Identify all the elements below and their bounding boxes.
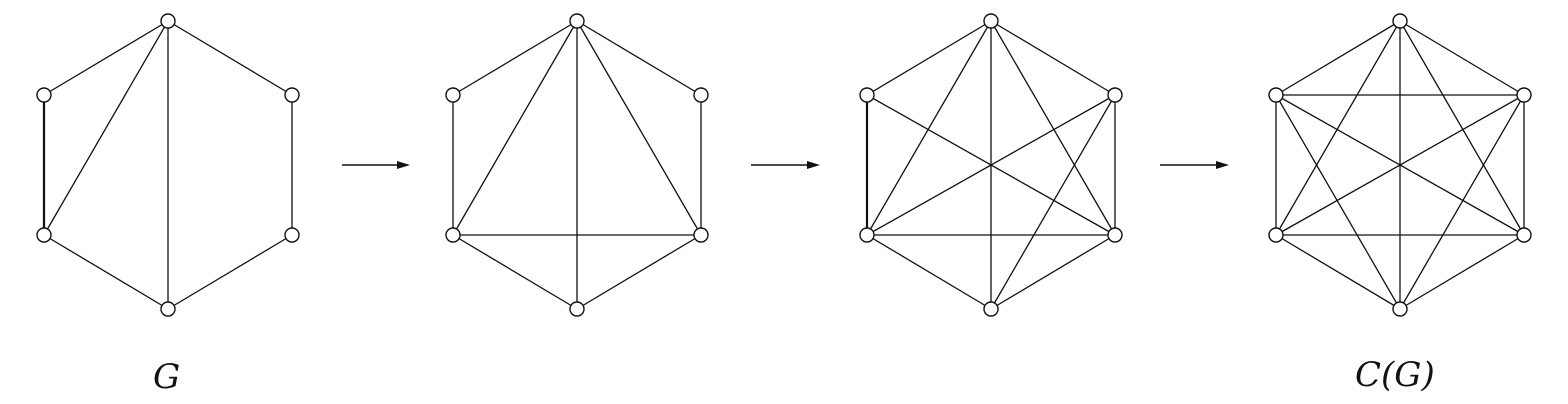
- graph-3-vertex-0: [983, 13, 999, 29]
- arrow-2-icon: [751, 161, 820, 169]
- graph-1-vertex-2: [284, 227, 300, 243]
- graph-4-vertex-4: [1268, 227, 1284, 243]
- arrow-3-head: [1216, 161, 1229, 169]
- arrow-1-head: [397, 161, 410, 169]
- graph-2-vertex-2: [693, 227, 709, 243]
- graph-4-edge-0-4: [1275, 20, 1401, 236]
- graph-3-edge-0-1: [990, 20, 1116, 96]
- graph-2-edge-5-0: [452, 20, 578, 96]
- graph-2: [445, 13, 709, 317]
- graph-1-vertex-5: [36, 87, 52, 103]
- graph-4-edge-0-1: [1399, 20, 1525, 96]
- graph-4: [1268, 13, 1532, 317]
- graph-4-edge-2-3: [1399, 234, 1525, 310]
- graph-3-vertex-3: [983, 301, 999, 317]
- arrow-2-head: [807, 161, 820, 169]
- graph-3-edge-3-4: [866, 234, 992, 310]
- graph-3-vertex-5: [859, 87, 875, 103]
- graph-4-vertex-3: [1392, 301, 1408, 317]
- graph-4-edge-0-2: [1399, 20, 1525, 236]
- graph-3: [859, 13, 1123, 317]
- graph-3-edge-5-0: [866, 20, 992, 96]
- graph-2-vertex-0: [569, 13, 585, 29]
- arrow-3-icon: [1160, 161, 1229, 169]
- graph-1: [36, 13, 300, 317]
- graph-2-edge-0-1: [576, 20, 702, 96]
- graph-2-vertex-5: [445, 87, 461, 103]
- graph-4-vertex-5: [1268, 87, 1284, 103]
- graph-1-vertex-0: [160, 13, 176, 29]
- arrows-layer: [342, 161, 1229, 169]
- graph-4-edge-3-4: [1275, 234, 1401, 310]
- graph-3-edge-1-3: [990, 94, 1116, 310]
- graph-2-edge-3-4: [452, 234, 578, 310]
- graph-2-vertex-1: [693, 87, 709, 103]
- graph-2-edge-2-3: [576, 234, 702, 310]
- graphs-layer: [36, 13, 1532, 317]
- graph-4-vertex-0: [1392, 13, 1408, 29]
- graph-1-edge-2-3: [167, 234, 293, 310]
- labels-layer: G C(G): [153, 355, 1435, 397]
- graph-4-edge-1-3: [1399, 94, 1525, 310]
- graph-1-edge-0-1: [167, 20, 293, 96]
- graph-3-edge-2-5: [866, 94, 1116, 236]
- graph-3-edge-0-2: [990, 20, 1116, 236]
- graph-4-vertex-2: [1516, 227, 1532, 243]
- graph-label-closure: C(G): [1355, 355, 1435, 395]
- graph-4-edge-5-0: [1275, 20, 1401, 96]
- graph-3-vertex-1: [1107, 87, 1123, 103]
- graph-1-edge-5-0: [43, 20, 169, 96]
- graph-2-vertex-3: [569, 301, 585, 317]
- graph-1-vertex-3: [160, 301, 176, 317]
- graph-3-edge-0-4: [866, 20, 992, 236]
- graph-1-edge-3-4: [43, 234, 169, 310]
- graph-4-vertex-1: [1516, 87, 1532, 103]
- graph-2-edge-0-2: [576, 20, 702, 236]
- graph-4-edge-2-5: [1275, 94, 1525, 236]
- graph-label-g: G: [153, 357, 180, 397]
- arrow-1-icon: [342, 161, 410, 169]
- graph-2-edge-0-4: [452, 20, 578, 236]
- graph-3-vertex-2: [1107, 227, 1123, 243]
- graph-1-vertex-1: [284, 87, 300, 103]
- graph-3-edge-2-3: [990, 234, 1116, 310]
- graph-1-edge-0-4: [43, 20, 169, 236]
- graph-3-vertex-4: [859, 227, 875, 243]
- graph-2-vertex-4: [445, 227, 461, 243]
- graph-4-edge-3-5: [1275, 94, 1401, 310]
- graph-1-vertex-4: [36, 227, 52, 243]
